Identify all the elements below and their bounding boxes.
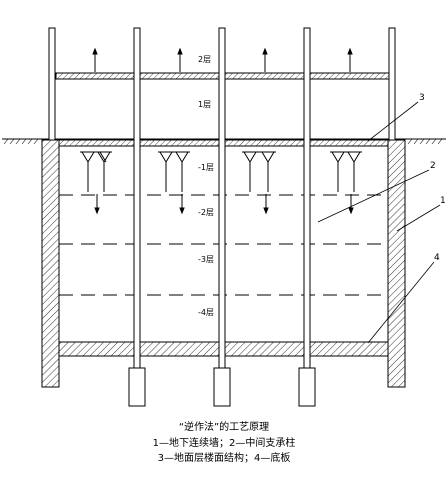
floor-label-2f: 2层 <box>198 55 211 64</box>
caption-line-2: 3—地面层楼面结构；4—底板 <box>157 453 291 464</box>
floor-label-1f: 1层 <box>198 100 211 109</box>
column-5 <box>388 27 396 141</box>
caption-title: “逆作法”的工艺原理 <box>178 422 270 433</box>
upward-arrows <box>92 47 353 72</box>
soil-hatching <box>3 138 443 145</box>
callout-2: 2 <box>430 161 436 171</box>
floor-label-b4: -4层 <box>198 308 214 317</box>
callout-4: 4 <box>434 253 440 263</box>
floor-label-b3: -3层 <box>198 255 214 264</box>
diaphragm-wall-right <box>387 139 406 388</box>
caption-line-1: 1—地下连续墙；2—中间支承柱 <box>152 438 296 449</box>
callout-leaders <box>317 101 441 344</box>
floor-label-b1: -1层 <box>198 163 214 172</box>
diaphragm-wall-left <box>41 139 60 388</box>
downward-arrows <box>94 194 354 215</box>
column-4 <box>303 27 311 369</box>
callout-1: 1 <box>440 196 446 206</box>
column-footings <box>128 367 316 407</box>
floor-label-b2: -2层 <box>198 208 214 217</box>
y-struts <box>81 151 361 192</box>
column-3 <box>218 27 226 369</box>
column-2 <box>133 27 141 369</box>
callout-3: 3 <box>419 93 425 103</box>
column-1 <box>48 27 56 141</box>
